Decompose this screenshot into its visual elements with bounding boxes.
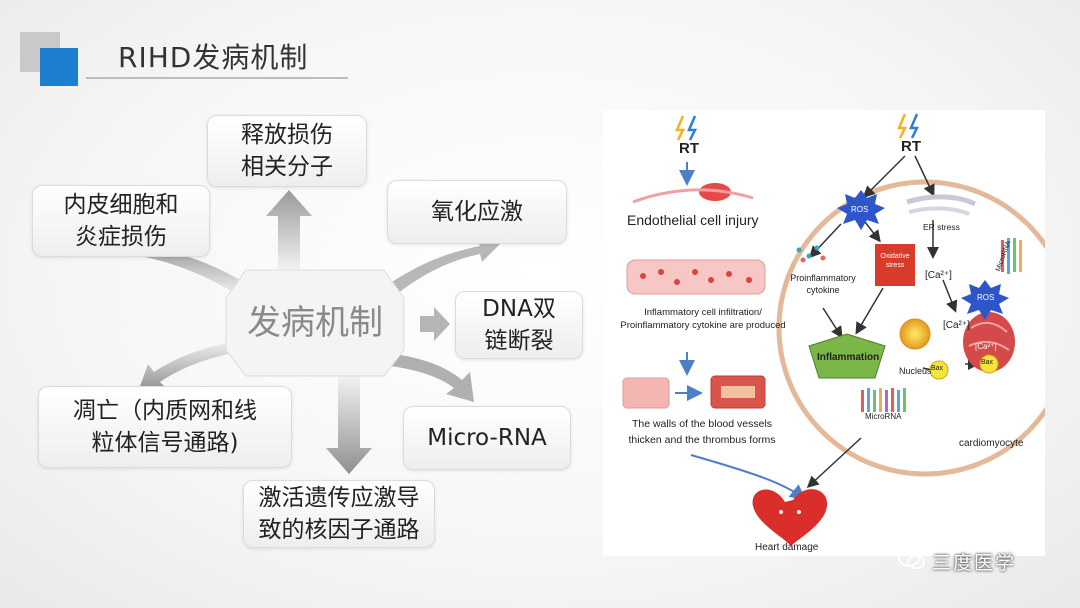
microrna-bottom-bars xyxy=(861,388,906,412)
watermark-text: 三度医学 xyxy=(932,552,1017,574)
wechat-icon xyxy=(898,548,926,570)
center-mechanism-label: 发病机制 xyxy=(247,303,383,343)
bax-circle-2 xyxy=(979,354,999,374)
nucleus-label: Nucleus xyxy=(899,366,932,376)
bax-label-2: Bax xyxy=(981,359,994,366)
heart-damage-label: Heart damage xyxy=(755,542,819,553)
oxidative-stress-label: Oxidative stress xyxy=(880,253,910,269)
node-nuclear-factor-pathway: 激活遗传应激导 致的核因子通路 xyxy=(243,480,435,548)
ros-right-label: ROS xyxy=(977,293,995,302)
er-stress-shape xyxy=(906,194,977,207)
ca-label-2: [Ca²⁺] xyxy=(943,320,970,331)
lightning-right2-icon xyxy=(909,113,920,139)
inflammation-pentagon xyxy=(808,333,886,379)
bax-circle-1 xyxy=(929,360,949,380)
infiltration-label: Inflammatory cell infiltration/ Proinfla… xyxy=(620,307,786,331)
inflammation-label: Inflammation xyxy=(817,352,880,363)
oxidative-stress-box xyxy=(875,244,915,286)
node-endothelial-injury: 内皮细胞和 炎症损伤 xyxy=(32,185,210,257)
ros-right-star xyxy=(961,280,1009,320)
slide-title: RIHD发病机制 xyxy=(118,41,309,74)
arrow-down xyxy=(326,376,372,474)
arrow-curve-top-right xyxy=(380,238,500,298)
ca-label-3: [Ca²⁺] xyxy=(975,342,997,351)
ros-top-star xyxy=(837,190,885,230)
node-dna-double-strand-break: DNA双 链断裂 xyxy=(455,291,583,359)
title-decor-blue-square xyxy=(40,48,78,86)
arrow-curve-bottom-right xyxy=(374,352,474,402)
center-octagon-shape xyxy=(225,269,405,377)
title-underline xyxy=(86,77,348,79)
endothelial-injury-label: Endothelial cell injury xyxy=(627,212,759,228)
mechanism-figure: RT RT Endothelial cell injury Inflammato… xyxy=(603,110,1045,556)
arrow-curve-bottom-left xyxy=(138,340,250,392)
lightning-left2-icon xyxy=(687,115,698,141)
ca-label-1: [Ca²⁺] xyxy=(925,270,952,281)
microrna-bottom-label: MicroRNA xyxy=(865,412,902,421)
arrow-up xyxy=(266,190,312,270)
figure-graphics xyxy=(622,113,1045,546)
rt-left-label: RT xyxy=(679,140,699,157)
lightning-left-icon xyxy=(675,115,686,141)
bax-label-1: Bax xyxy=(931,365,944,372)
vessel-infiltration xyxy=(626,259,766,295)
proinflammatory-cytokine-label: Proinflammatory cytokine xyxy=(790,273,856,295)
microrna-top-bars xyxy=(1001,238,1022,274)
vessel-normal xyxy=(622,377,670,409)
node-microrna: Micro-RNA xyxy=(403,406,571,470)
node-oxidative-stress: 氧化应激 xyxy=(387,180,567,244)
lightning-right-icon xyxy=(897,113,908,139)
arrow-curve-top-left xyxy=(140,246,250,296)
vessel-walls-label: The walls of the blood vessels thicken a… xyxy=(628,418,776,446)
ros-top-label: ROS xyxy=(851,205,869,214)
nucleus-shape xyxy=(899,318,931,350)
heart-damage-icon xyxy=(752,489,828,546)
node-apoptosis: 凋亡（内质网和线 粒体信号通路) xyxy=(38,386,292,468)
rt-right-label: RT xyxy=(901,138,921,155)
node-release-damage-molecules: 释放损伤 相关分子 xyxy=(207,115,367,187)
arrow-right xyxy=(420,307,450,341)
er-stress-label: ER stress xyxy=(923,222,960,232)
cardiomyocyte-label: cardiomyocyte xyxy=(959,438,1024,449)
mindmap-arrows xyxy=(138,190,500,474)
